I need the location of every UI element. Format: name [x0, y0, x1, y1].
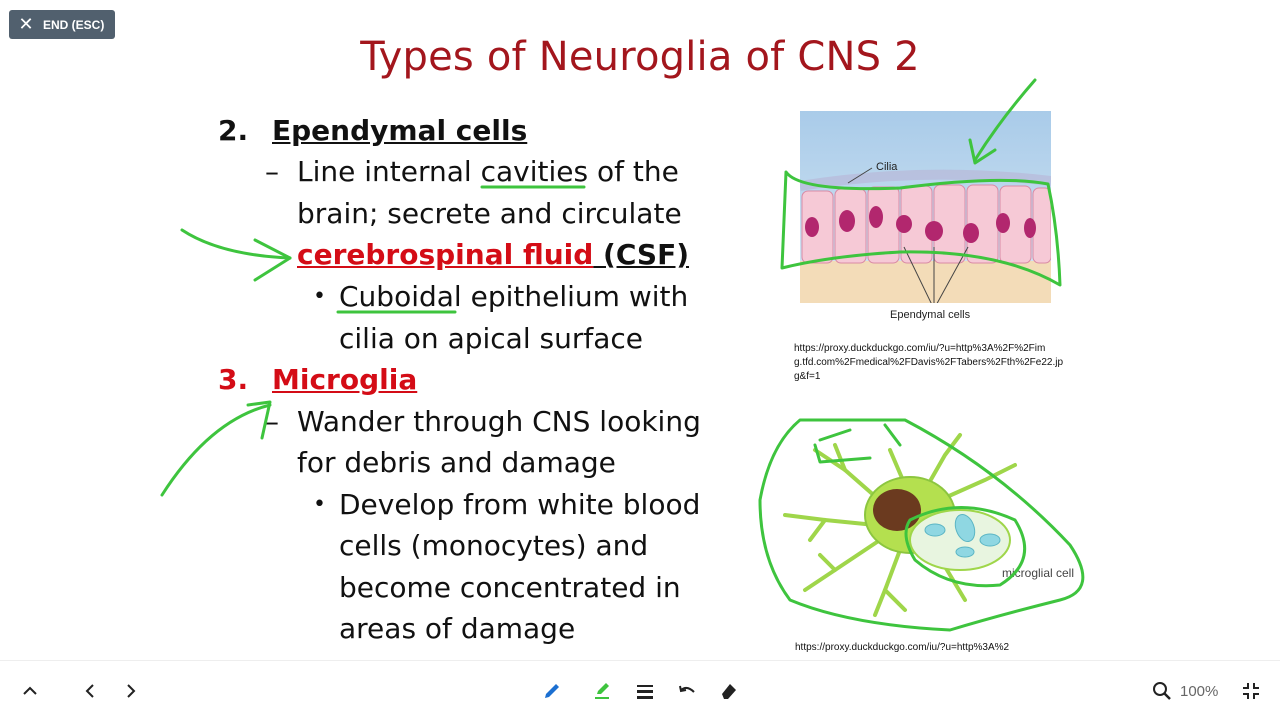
end-presentation-button[interactable]: ✕ END (ESC): [9, 10, 115, 39]
microglia-line-1: Wander through CNS looking: [297, 405, 701, 438]
end-button-label: END (ESC): [43, 17, 105, 32]
microglia-heading: Microglia: [272, 363, 418, 396]
ependymal-sub-2: cilia on apical surface: [339, 322, 643, 355]
pen-tool-button[interactable]: [536, 676, 568, 706]
microglia-line-2: for debris and damage: [297, 446, 616, 479]
ependymal-line-2: brain; secrete and circulate: [297, 197, 682, 230]
next-slide-button[interactable]: [115, 676, 147, 706]
exit-fullscreen-button[interactable]: [1236, 676, 1266, 706]
ependymal-figure-caption: Ependymal cells: [890, 309, 971, 321]
ependymal-heading: Ependymal cells: [272, 114, 528, 147]
cilia-label: Cilia: [876, 161, 898, 173]
ependymal-cells-figure: Cilia: [800, 111, 1051, 303]
ependymal-bullet: •: [313, 284, 326, 309]
ependymal-sub-1: Cuboidal epithelium with: [339, 280, 689, 313]
chevron-right-icon: [127, 684, 136, 698]
ink-annotations: [160, 78, 1085, 632]
zoom-control[interactable]: 100%: [1152, 676, 1224, 706]
close-icon: ✕: [18, 14, 34, 34]
exit-fullscreen-icon: [1243, 683, 1259, 699]
eraser-button[interactable]: [713, 676, 745, 706]
search-icon: [1153, 682, 1171, 700]
microglial-cell-figure: microglial cell: [783, 433, 1074, 617]
chevron-up-icon: [23, 686, 37, 695]
eraser-icon: [722, 684, 736, 699]
microglia-sub-2: cells (monocytes) and: [339, 529, 649, 562]
ependymal-dash: –: [265, 155, 279, 188]
highlighter-tool-button[interactable]: [586, 676, 618, 706]
ependymal-line-1: Line internal cavities of the: [297, 155, 679, 188]
highlighter-icon: [595, 683, 609, 699]
microglia-sub-3: become concentrated in: [339, 571, 681, 604]
microglia-bullet: •: [313, 492, 326, 517]
item-number-2: 2.: [218, 114, 249, 147]
microglial-cell-label: microglial cell: [1002, 566, 1074, 580]
previous-slide-button[interactable]: [74, 676, 106, 706]
undo-icon: [679, 685, 695, 693]
microglia-sub-4: areas of damage: [339, 612, 576, 645]
slide-title: Types of Neuroglia of CNS 2: [360, 34, 920, 80]
ependymal-line-3: cerebrospinal fluid (CSF): [297, 238, 689, 271]
line-weight-icon: [637, 685, 653, 699]
figure1-citation: https://proxy.duckduckgo.com/iu/?u=http%…: [794, 343, 1063, 382]
figure2-citation: https://proxy.duckduckgo.com/iu/?u=http%…: [795, 642, 1010, 653]
undo-button[interactable]: [671, 676, 703, 706]
collapse-toolbar-button[interactable]: [14, 676, 46, 706]
stroke-width-button[interactable]: [629, 676, 661, 706]
zoom-level: 100%: [1180, 682, 1219, 700]
pen-icon: [545, 684, 559, 698]
chevron-left-icon: [85, 684, 94, 698]
item-number-3: 3.: [218, 363, 249, 396]
microglia-sub-1: Develop from white blood: [339, 488, 701, 521]
